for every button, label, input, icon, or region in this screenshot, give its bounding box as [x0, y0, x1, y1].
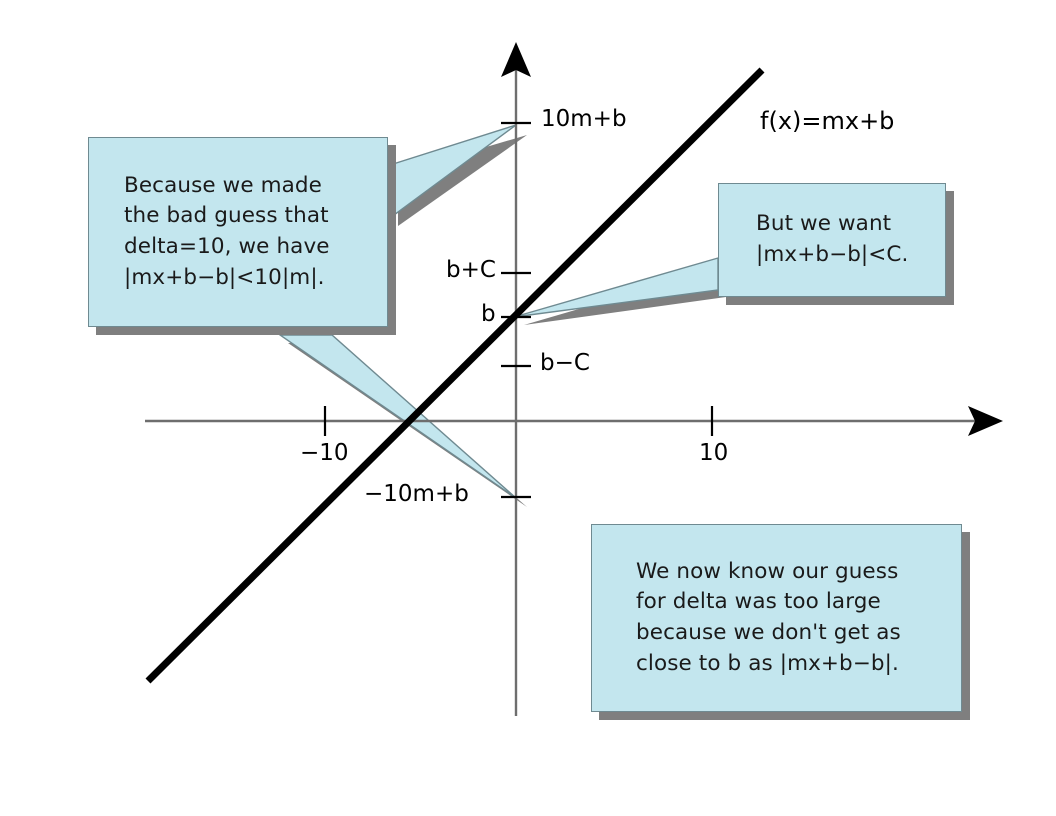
label-b-plus-C: b+C [446, 257, 496, 283]
callout-guess-too-large: We now know our guess for delta was too … [591, 524, 962, 712]
label-b: b [481, 301, 496, 327]
label-10: 10 [699, 440, 729, 466]
callout-left-upper-tail [389, 124, 517, 220]
label-10m-plus-b: 10m+b [541, 106, 627, 132]
y-axis-arrow-icon [501, 42, 531, 77]
x-axis-arrow-icon [968, 406, 1003, 436]
callout-but-we-want: But we want |mx+b−b|<C. [718, 183, 946, 297]
label-function-fx: f(x)=mx+b [760, 107, 895, 135]
callout-left-lower-tail [277, 334, 517, 499]
callout-bad-guess: Because we made the bad guess that delta… [88, 137, 388, 327]
label-neg-10m-plus-b: −10m+b [364, 481, 469, 507]
callout-but-we-want-text: But we want |mx+b−b|<C. [756, 211, 909, 267]
callout-guess-too-large-text: We now know our guess for delta was too … [636, 558, 901, 676]
label-b-minus-C: b−C [540, 350, 590, 376]
function-line-fx [145, 67, 765, 684]
callout-left-upper-tail-shadow [398, 135, 527, 226]
callout-bad-guess-text: Because we made the bad guess that delta… [124, 172, 330, 290]
label-neg-10: −10 [300, 440, 349, 466]
